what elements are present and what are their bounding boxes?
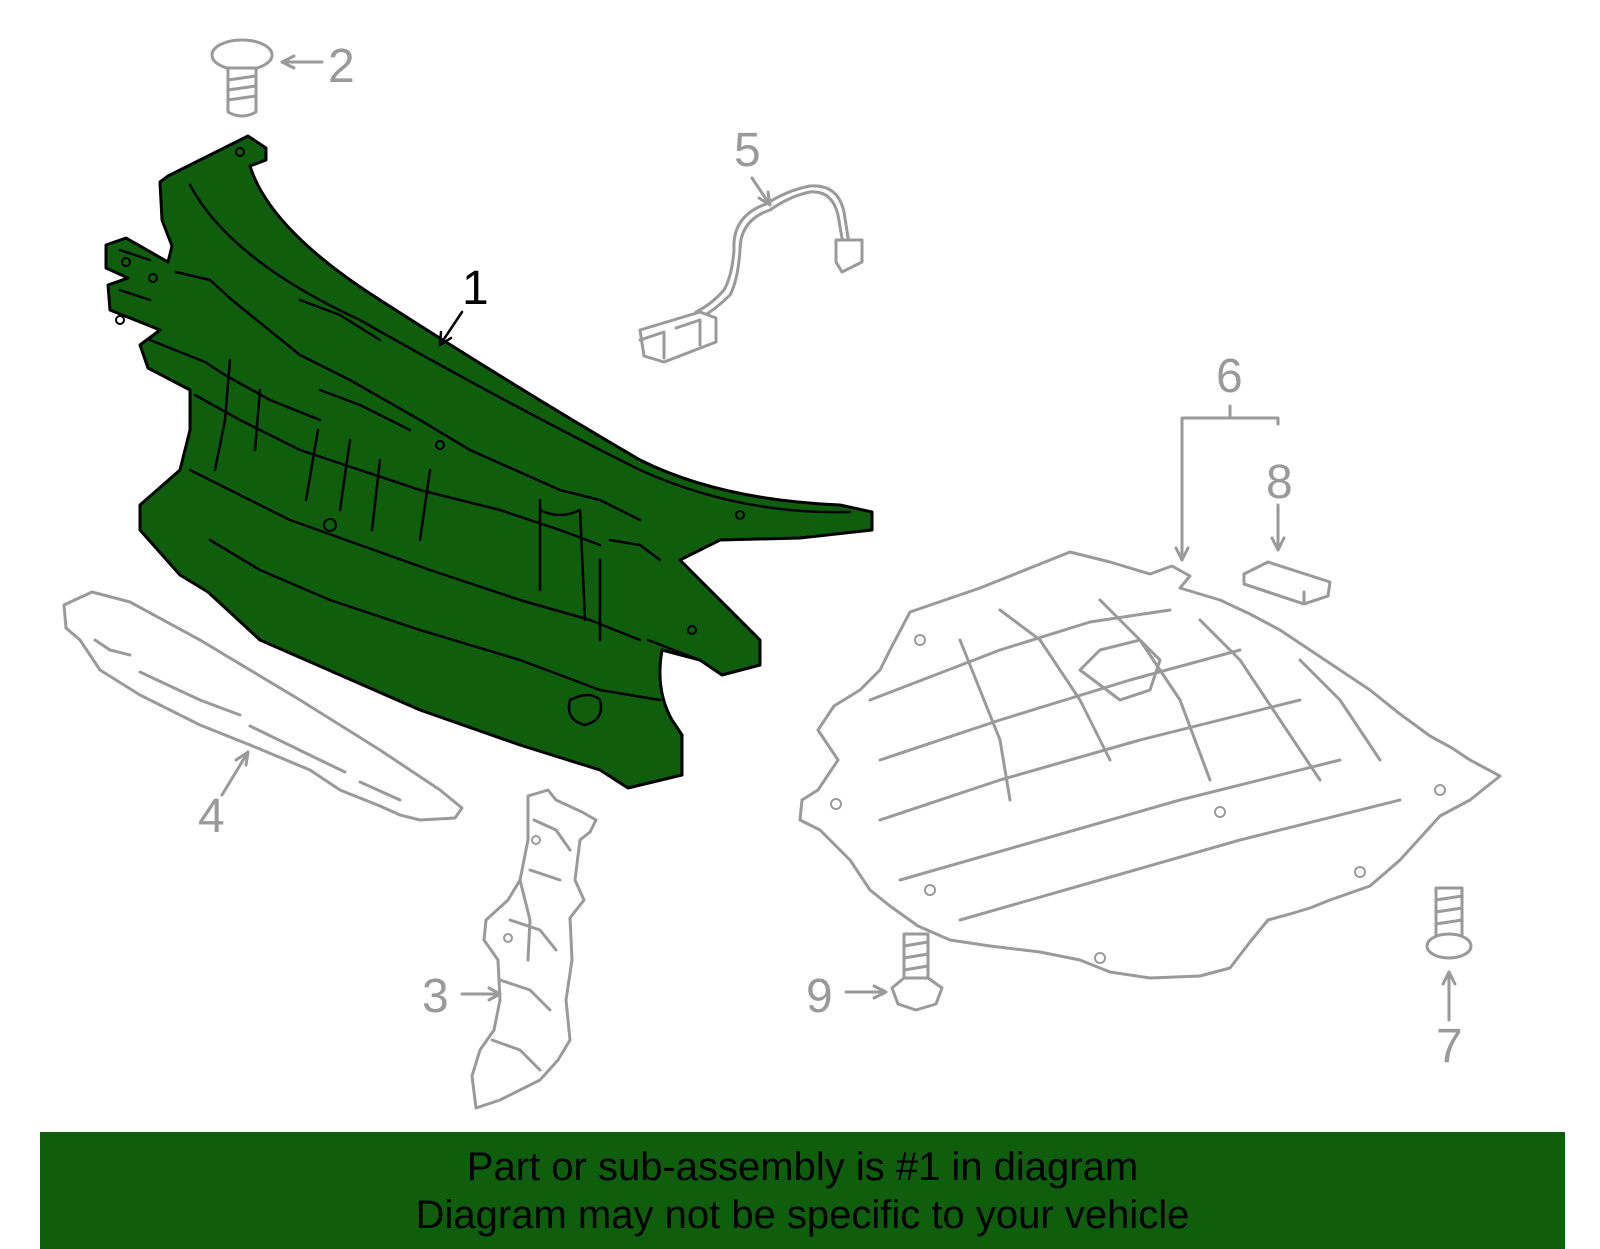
callout-2-arrow (280, 54, 324, 70)
callout-7-arrow (1441, 970, 1457, 1022)
banner-line-1: Part or sub-assembly is #1 in diagram (466, 1144, 1139, 1189)
banner-line-2: Diagram may not be specific to your vehi… (415, 1192, 1190, 1237)
callout-9-arrow (844, 984, 888, 1000)
callout-3: 3 (422, 970, 449, 1023)
part-3-air-guide[interactable] (470, 788, 598, 1110)
radiator-support-body (104, 134, 874, 790)
part-4-air-deflector[interactable] (62, 590, 464, 822)
radiator-support-detail (118, 183, 852, 727)
callout-2: 2 (328, 40, 355, 93)
part-1-radiator-support[interactable] (104, 134, 874, 790)
part-7-bolt[interactable] (1425, 886, 1473, 960)
part-2-screw[interactable] (210, 38, 274, 118)
callout-6: 6 (1216, 350, 1243, 403)
info-banner: Part or sub-assembly is #1 in diagram Di… (40, 1132, 1565, 1249)
part-6-splash-shield[interactable] (798, 550, 1502, 980)
callout-5: 5 (734, 124, 761, 177)
callout-6-bracket (1174, 404, 1280, 562)
callout-8-arrow (1270, 416, 1286, 552)
callout-8: 8 (1266, 456, 1293, 509)
callout-7: 7 (1436, 1020, 1463, 1073)
part-9-bolt[interactable] (890, 932, 944, 1012)
callout-5-arrow (750, 176, 772, 207)
callout-3-arrow (460, 986, 502, 1002)
callout-4: 4 (198, 790, 225, 843)
callout-1: 1 (462, 262, 489, 315)
callout-1-arrow (438, 310, 464, 347)
part-5-wiring-harness[interactable] (638, 184, 864, 364)
callout-9: 9 (806, 970, 833, 1023)
part-8-clip[interactable] (1242, 560, 1332, 606)
callout-4-arrow (220, 750, 250, 797)
